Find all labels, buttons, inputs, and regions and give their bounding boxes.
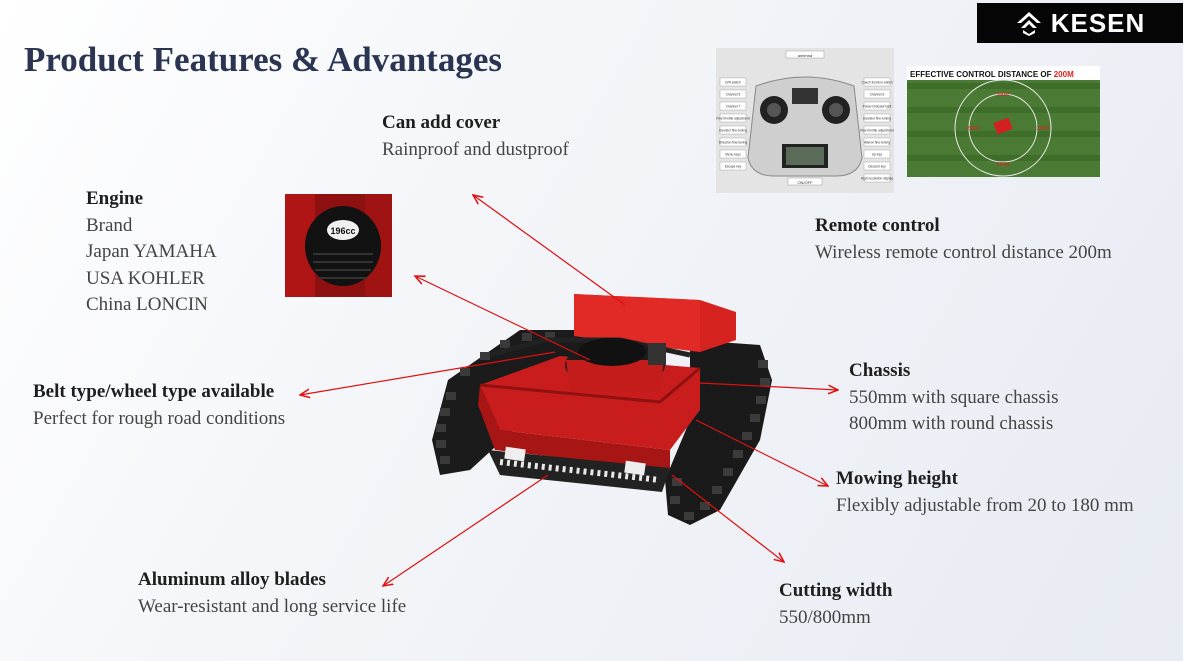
remote-label-box xyxy=(863,149,891,159)
remote-label-box xyxy=(863,101,891,111)
chassis-heading: Chassis xyxy=(849,360,911,381)
feature-blades: Aluminum alloy blades Wear-resistant and… xyxy=(138,567,406,620)
remote-label: Power indicator light xyxy=(863,105,892,109)
chassis-line: 800mm with round chassis xyxy=(849,413,1054,434)
feature-remote: Remote control Wireless remote control d… xyxy=(815,213,1112,266)
blade-deck xyxy=(488,446,670,492)
remote-label-box xyxy=(719,125,747,135)
distance-title: EFFECTIVE CONTROL DISTANCE OF xyxy=(910,70,1054,79)
feature-engine: Engine Brand Japan YAMAHA USA KOHLER Chi… xyxy=(86,186,217,319)
remote-label-box xyxy=(863,137,891,147)
feature-chassis: Chassis 550mm with square chassis 800mm … xyxy=(849,358,1059,438)
remote-label: Fine throttle adjustment xyxy=(860,129,893,133)
remote-label: Channel 5 xyxy=(726,93,741,97)
remote-label-box xyxy=(863,125,891,135)
engine-line: Brand xyxy=(86,214,133,236)
svg-text:EFFECTIVE CONTROL DISTANCE OF: EFFECTIVE CONTROL DISTANCE OF 200M xyxy=(910,70,1074,79)
cover-heading: Can add cover xyxy=(382,112,501,133)
brand-logo: KESEN xyxy=(977,3,1183,43)
engine-size-label: 196cc xyxy=(330,226,355,236)
remote-label: Channel 7 xyxy=(726,105,741,109)
distance-title-highlight: 200M xyxy=(1054,70,1074,79)
remote-label-box xyxy=(719,137,747,147)
remote-label: Fine throttle adjustment xyxy=(716,117,749,121)
engine-line: USA KOHLER xyxy=(86,267,205,289)
engine-heading: Engine xyxy=(86,188,144,209)
remote-label-box xyxy=(719,113,747,123)
chassis-line: 550mm with square chassis xyxy=(849,386,1059,408)
feature-mowing: Mowing height Flexibly adjustable from 2… xyxy=(836,466,1134,519)
ring-label-right: 200M xyxy=(1037,126,1050,132)
remote-label-box xyxy=(719,77,747,87)
control-distance-photo: EFFECTIVE CONTROL DISTANCE OF 200M 200M … xyxy=(907,66,1100,177)
remote-label: Channel 6 xyxy=(870,93,885,97)
remote-label: Aileron fine-tuning xyxy=(864,141,890,145)
cutting-line: 550/800mm xyxy=(779,606,871,628)
remote-label-box xyxy=(719,149,747,159)
blades-line: Wear-resistant and long service life xyxy=(138,595,407,617)
remote-label: Escape key xyxy=(725,165,742,169)
cutting-heading: Cutting width xyxy=(779,580,893,601)
belt-line: Perfect for rough road conditions xyxy=(33,407,286,429)
remote-power-label: ON/OFF xyxy=(797,180,813,185)
remote-label: Coach function switch xyxy=(861,81,892,85)
remote-heading: Remote control xyxy=(815,215,940,236)
belt-heading: Belt type/wheel type available xyxy=(33,381,275,402)
remote-label-box xyxy=(863,173,891,183)
ring-label-top: 200M xyxy=(997,92,1010,98)
engine-line: Japan YAMAHA xyxy=(86,241,217,262)
ring-label-left: 200M xyxy=(967,126,980,132)
remote-label: Descent key xyxy=(868,165,886,169)
remote-label: Up key xyxy=(872,153,882,157)
remote-line: Wireless remote control distance 200m xyxy=(815,241,1112,263)
ring-label-bottom: 200M xyxy=(997,162,1010,168)
feature-cutting: Cutting width 550/800mm xyxy=(779,578,893,631)
remote-label-box xyxy=(863,89,891,99)
remote-label-box xyxy=(719,89,747,99)
feature-belt: Belt type/wheel type available Perfect f… xyxy=(33,379,285,432)
feature-cover: Can add cover Rainproof and dustproof xyxy=(382,110,569,163)
remote-label: Elevator fine-tuning xyxy=(719,129,747,133)
kesen-logo-icon xyxy=(1016,12,1041,36)
remote-label: Direction fine-tuning xyxy=(719,141,748,145)
remote-label-box xyxy=(863,161,891,171)
engine-line: China LONCIN xyxy=(86,294,208,315)
mowing-heading: Mowing height xyxy=(836,468,958,489)
mowing-line: Flexibly adjustable from 20 to 180 mm xyxy=(836,494,1134,516)
blades-heading: Aluminum alloy blades xyxy=(138,569,326,590)
remote-antenna-label: antenna xyxy=(798,53,813,58)
remote-label: Elevator fine-tuning xyxy=(863,117,891,121)
cover-line: Rainproof and dustproof xyxy=(382,138,569,160)
remote-label: D/R switch xyxy=(725,81,740,85)
remote-label: Menu keys xyxy=(725,153,741,157)
remote-label: High resolution display xyxy=(861,177,893,181)
remote-label-box xyxy=(863,77,891,87)
remote-label-box xyxy=(719,161,747,171)
remote-label-box xyxy=(719,101,747,111)
engine-photo: 196cc xyxy=(285,194,392,297)
page-title: Product Features & Advantages xyxy=(24,40,502,79)
logo-text: KESEN xyxy=(1050,7,1146,38)
remote-label-box xyxy=(863,113,891,123)
